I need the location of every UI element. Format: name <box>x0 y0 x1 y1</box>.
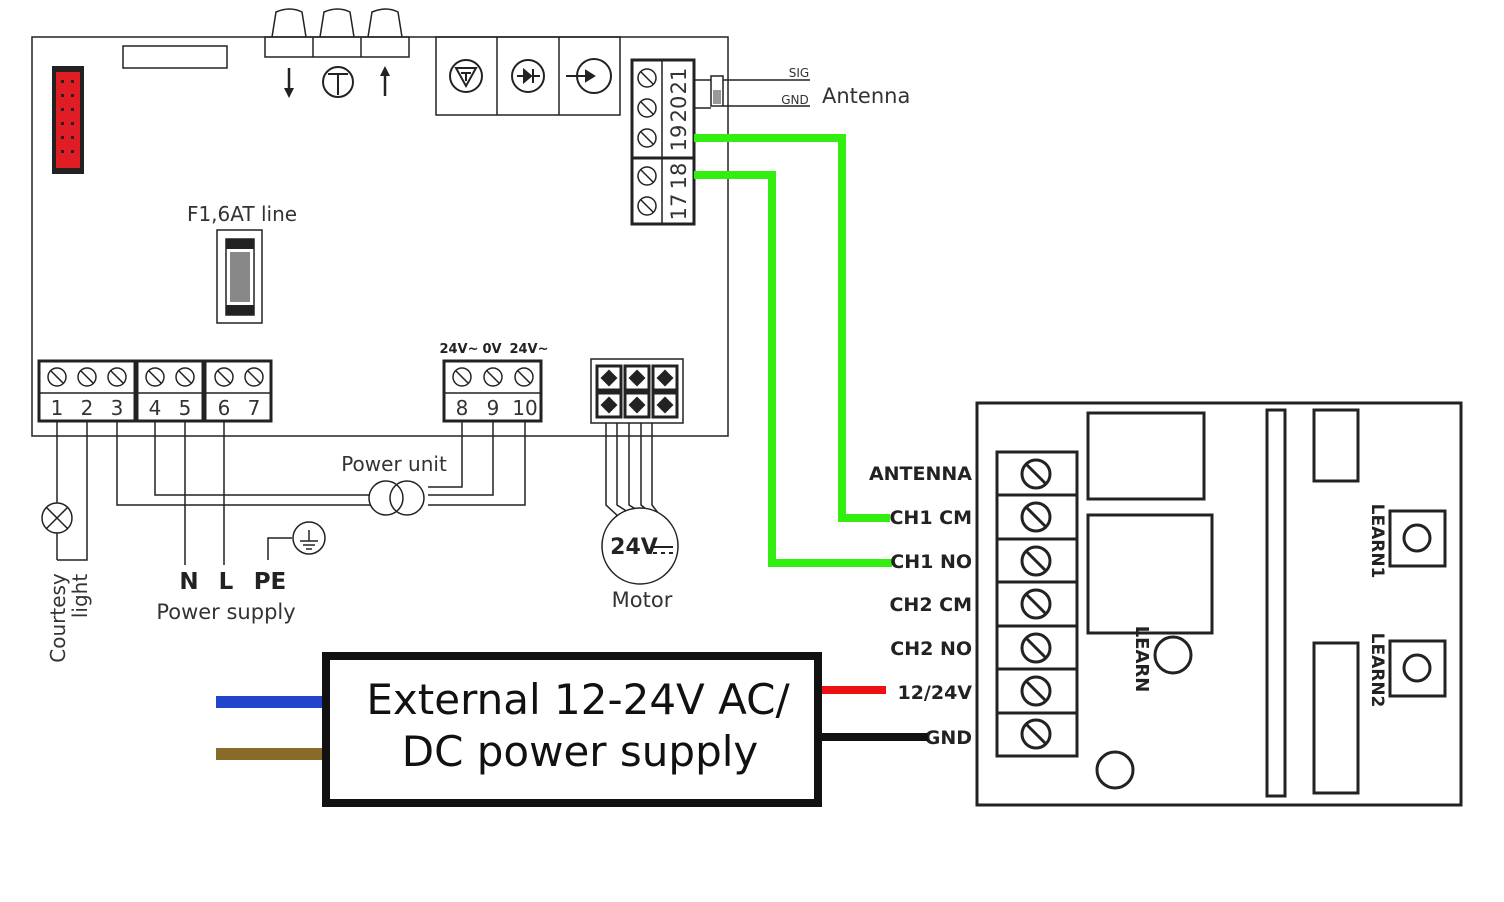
rx-label-antenna: ANTENNA <box>869 463 972 485</box>
psu-box <box>322 652 822 807</box>
terminal-20-label: 20 <box>667 96 691 123</box>
psu-wires <box>216 686 928 760</box>
up-arrow-icon <box>380 66 390 96</box>
warning-symbol-icon <box>449 59 483 93</box>
pedestrian-symbol-icon <box>511 59 545 93</box>
terminal-21-label: 21 <box>667 68 691 95</box>
receiver-strip <box>1265 408 1287 798</box>
courtesy-label: Courtesy <box>46 573 70 663</box>
learn2-button-icon <box>1388 639 1447 698</box>
red-connector <box>52 66 84 174</box>
terminal-block-17-21 <box>630 58 696 226</box>
learn2-label: LEARN2 <box>1367 633 1387 708</box>
rx-label-ch2-cm: CH2 CM <box>889 594 972 616</box>
green-relay-wires <box>694 134 892 567</box>
psu-line1: External 12-24V AC/ <box>366 675 790 724</box>
board-label-slot <box>122 45 228 69</box>
stop-t-icon <box>322 66 354 98</box>
antenna-gnd-label: GND <box>781 93 809 107</box>
rx-label-ch1-no: CH1 NO <box>890 551 972 573</box>
terminal-4-label: 4 <box>149 396 162 420</box>
terminal-6-label: 6 <box>218 396 231 420</box>
transformer-icon <box>368 480 425 516</box>
terminal-8-label: 8 <box>456 396 469 420</box>
fuse-label: F1,6AT line <box>187 202 297 226</box>
terminal-1-label: 1 <box>51 396 64 420</box>
power-unit-label: Power unit <box>341 452 447 476</box>
motor-connector <box>590 358 684 424</box>
earth-ground-icon <box>292 521 326 555</box>
terminal-7-label: 7 <box>248 396 261 420</box>
supply-l-label: L <box>219 569 234 595</box>
wire-18-to-ch1-no <box>694 171 892 567</box>
light-label: light <box>68 574 92 618</box>
terminal-17-label: 17 <box>667 194 691 221</box>
voltage-label-8: 24V~ <box>439 342 478 357</box>
learn1-button-icon <box>1388 509 1447 568</box>
arrow-circle-icon <box>566 58 612 94</box>
wire-19-to-ch1-cm <box>694 134 890 522</box>
top-push-buttons <box>264 8 410 58</box>
rx-label-ch2-no: CH2 NO <box>890 638 972 660</box>
receiver-mount-hole-icon <box>1095 750 1135 790</box>
receiver-module <box>975 401 1463 807</box>
motor-voltage-label: 24V <box>610 535 658 560</box>
terminal-18-label: 18 <box>667 163 691 190</box>
terminal-2-label: 2 <box>81 396 94 420</box>
terminal-19-label: 19 <box>667 125 691 152</box>
board-wiring <box>56 421 663 565</box>
learn-button-icon <box>1153 635 1193 675</box>
voltage-label-10: 24V~ <box>509 342 548 357</box>
down-arrow-icon <box>284 68 294 98</box>
terminal-5-label: 5 <box>179 396 192 420</box>
terminal-10-label: 10 <box>512 396 537 420</box>
relays <box>1086 411 1214 635</box>
receiver-chip-bottom <box>1312 641 1360 795</box>
learn-label: LEARN <box>1131 626 1152 693</box>
terminal-3-label: 3 <box>111 396 124 420</box>
psu-line2: DC power supply <box>402 727 759 776</box>
rx-label-ch1-cm: CH1 CM <box>889 507 972 529</box>
supply-n-label: N <box>179 569 198 595</box>
control-board: F1,6AT line 21 20 19 18 17 <box>31 8 910 437</box>
supply-pe-label: PE <box>254 569 287 595</box>
function-buttons <box>435 36 621 116</box>
receiver-chip-top <box>1312 408 1360 483</box>
rx-label-12-24v: 12/24V <box>897 682 972 704</box>
motor-icon <box>601 507 679 585</box>
terminal-9-label: 9 <box>487 396 500 420</box>
power-supply-label: Power supply <box>156 600 295 624</box>
courtesy-lamp-icon <box>41 502 73 534</box>
motor-label: Motor <box>612 588 673 612</box>
antenna-connector-icon <box>694 75 810 109</box>
antenna-label: Antenna <box>822 84 910 108</box>
fuse-icon <box>216 229 263 324</box>
learn1-label: LEARN1 <box>1367 504 1387 579</box>
antenna-sig-label: SIG <box>789 66 809 80</box>
voltage-label-9: 0V <box>482 342 501 357</box>
rx-label-gnd: GND <box>925 727 972 749</box>
